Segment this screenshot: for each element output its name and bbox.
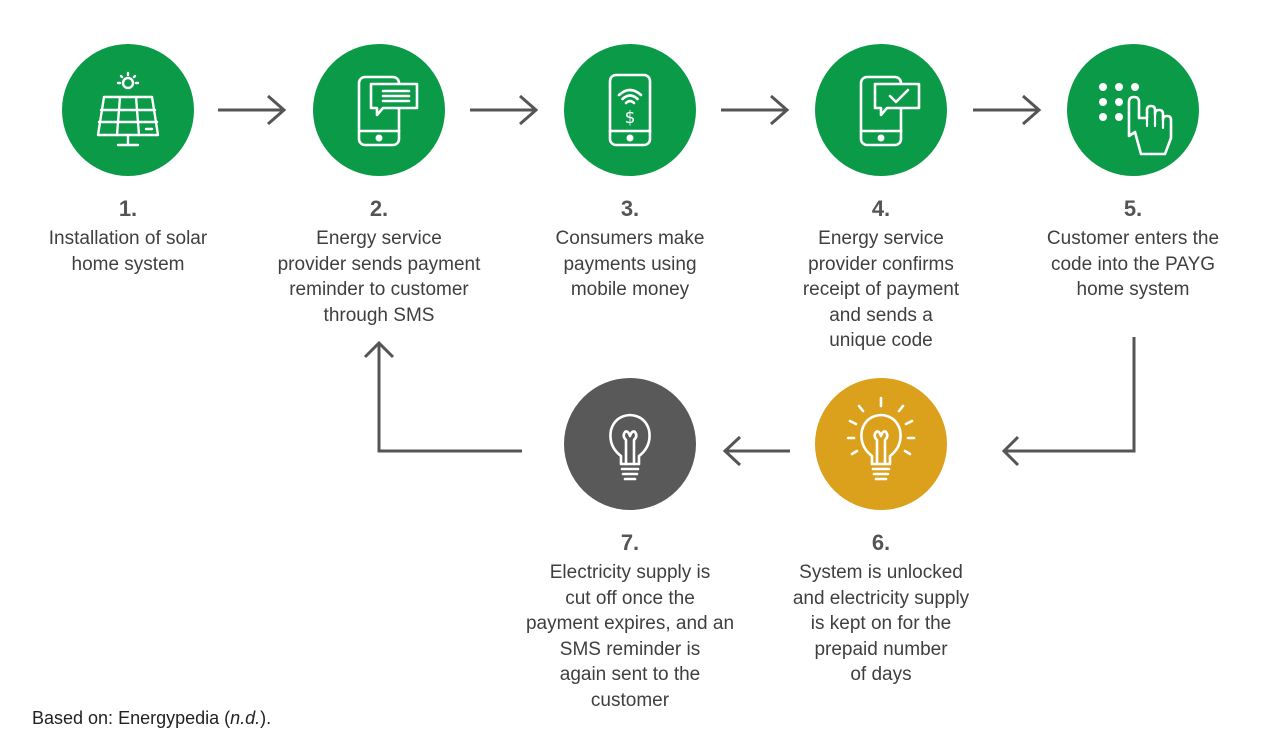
svg-text:$: $: [625, 108, 636, 128]
step-2-circle: [313, 44, 445, 176]
step-3-circle: $: [564, 44, 696, 176]
phone-payment-icon: $: [608, 73, 652, 147]
step-2-number: 2.: [369, 196, 389, 221]
step-7-description: Electricity supply is cut off once the p…: [525, 562, 735, 711]
arrow-5-to-6: [1001, 337, 1136, 467]
source-note: Based on: Energypedia (n.d.).: [32, 708, 271, 729]
arrow-7-to-2: [363, 340, 522, 453]
step-2-description: Energy service provider sends payment re…: [277, 228, 481, 326]
phone-confirm-icon: [859, 75, 921, 147]
source-note-prefix: Based on: Energypedia (: [32, 708, 231, 728]
step-3-number: 3.: [620, 196, 640, 221]
source-note-suffix: ).: [260, 708, 272, 728]
step-7-number: 7.: [620, 530, 640, 555]
step-7-circle: [564, 378, 696, 510]
step-4-circle: [815, 44, 947, 176]
step-4-description: Energy service provider confirms receipt…: [802, 228, 960, 351]
step-6-number: 6.: [871, 530, 891, 555]
step-5-number: 5.: [1123, 196, 1143, 221]
step-3-description: Consumers make payments using mobile mon…: [555, 228, 705, 300]
arrow-4-to-5: [973, 94, 1042, 126]
step-1-circle: [62, 44, 194, 176]
solar-panel-icon: [96, 71, 160, 147]
step-6-circle: [815, 378, 947, 510]
source-note-italic: n.d.: [230, 708, 261, 728]
arrow-1-to-2: [218, 94, 287, 126]
arrow-2-to-3: [470, 94, 539, 126]
keypad-hand-icon: [1099, 83, 1173, 156]
lightbulb-off-icon: [609, 413, 651, 481]
lightbulb-on-icon: [846, 396, 916, 481]
step-1-number: 1.: [118, 196, 138, 221]
step-1-description: Installation of solar home system: [48, 228, 208, 275]
phone-message-icon: [357, 75, 419, 147]
step-4-number: 4.: [871, 196, 891, 221]
arrow-6-to-7: [722, 435, 790, 467]
arrow-3-to-4: [721, 94, 790, 126]
step-5-description: Customer enters the code into the PAYG h…: [1046, 228, 1220, 300]
step-5-circle: [1067, 44, 1199, 176]
step-6-description: System is unlocked and electricity suppl…: [792, 562, 970, 685]
